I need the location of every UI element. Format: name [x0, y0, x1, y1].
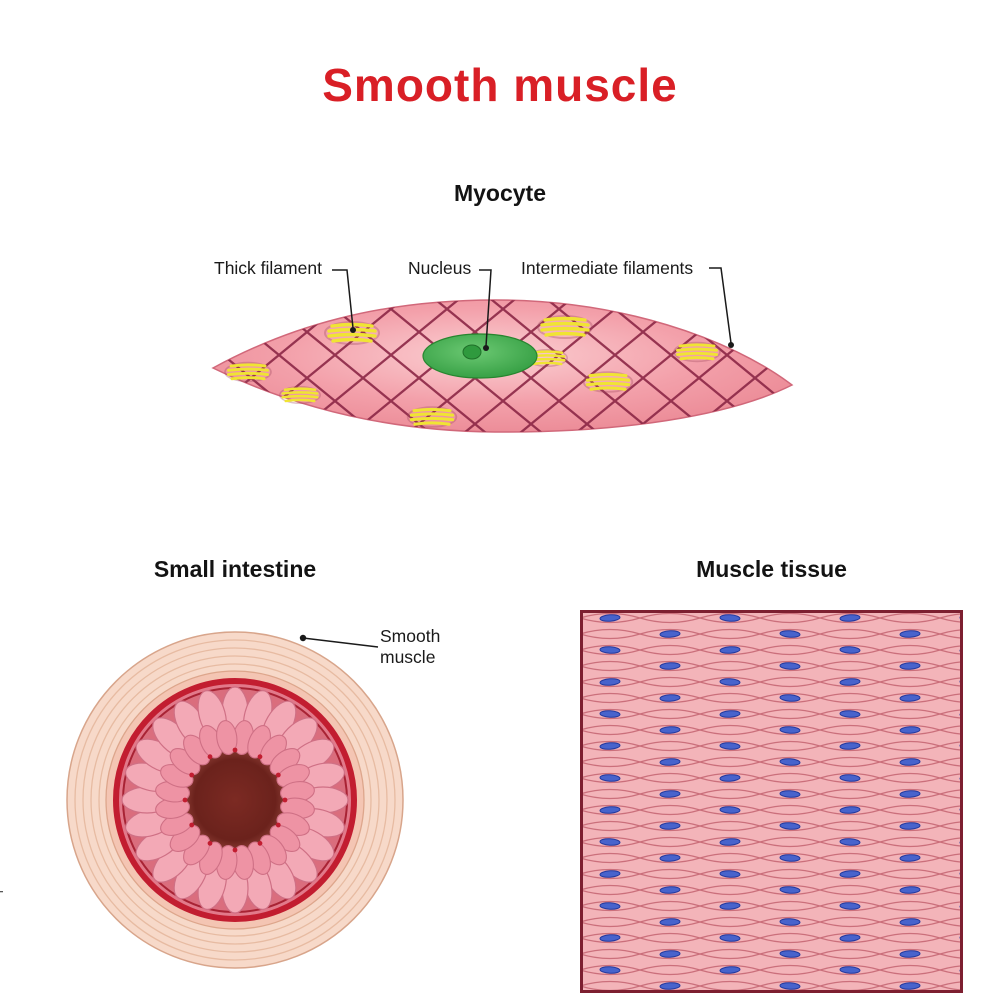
muscle-tissue-illustration — [580, 610, 963, 993]
intestine-leader-line — [299, 634, 379, 648]
page-title: Smooth muscle — [322, 59, 678, 111]
cell-nucleus — [422, 333, 538, 379]
smooth-muscle-callout: Smooth muscle — [380, 626, 440, 668]
leader-dots — [350, 327, 734, 351]
muscle-tissue-heading: Muscle tissue — [696, 556, 847, 582]
smooth-muscle-callout-line1: Smooth — [380, 626, 441, 646]
intestine-lumen — [177, 742, 293, 858]
muscle-tissue-border — [580, 610, 963, 993]
nucleus-label: Nucleus — [408, 258, 472, 278]
leader-lines — [332, 267, 732, 347]
smooth-muscle-callout-line2: muscle — [380, 647, 436, 667]
thick-filament-label: Thick filament — [214, 258, 322, 278]
myocyte-illustration — [211, 267, 794, 433]
intermediate-filaments-label: Intermediate filaments — [521, 258, 694, 278]
small-intestine-heading: Small intestine — [153, 556, 317, 582]
stock-watermark: Adobe Stock | #304794762 — [0, 794, 4, 990]
myocyte-heading: Myocyte — [453, 180, 547, 206]
small-intestine-illustration — [66, 631, 404, 969]
muscle-tissue-cells — [581, 611, 962, 992]
